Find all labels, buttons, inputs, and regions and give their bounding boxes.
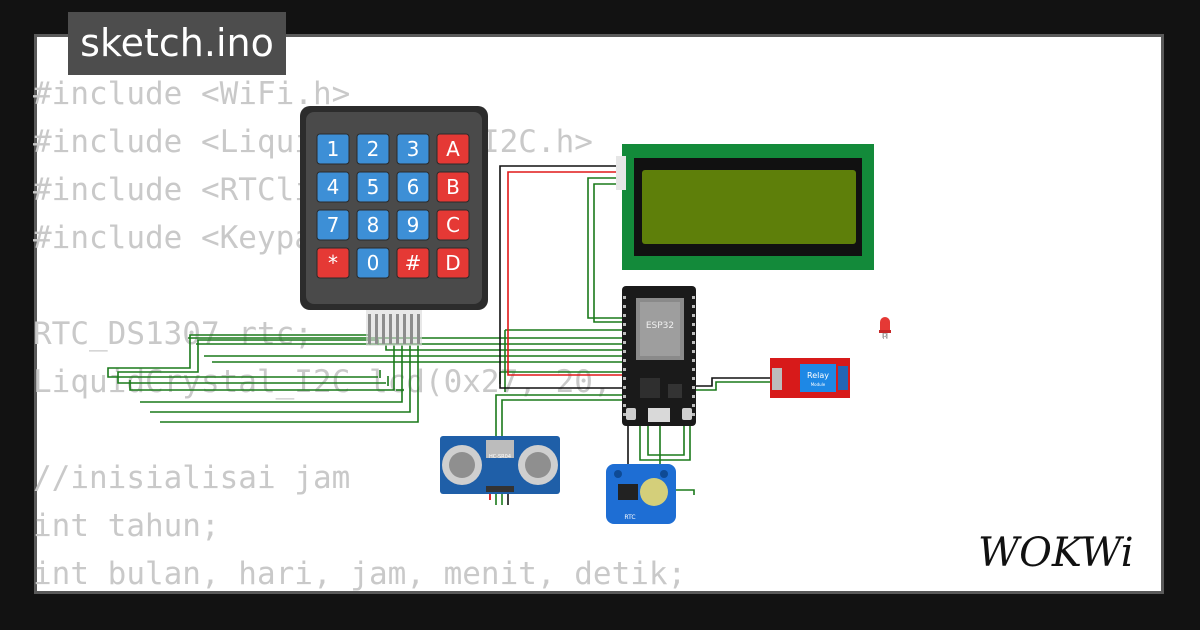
led-label: R <box>882 332 888 341</box>
code-line: RTC_DS1307 rtc; <box>33 316 313 352</box>
keypad-pin <box>417 314 420 344</box>
esp32-pin <box>623 368 626 371</box>
keypad-key[interactable]: 3 <box>396 133 430 165</box>
ultrasonic-sensor: HC-SR04 <box>440 436 560 494</box>
wokwi-logo-text: WOKWi <box>978 530 1134 574</box>
keypad-key[interactable]: 5 <box>356 171 390 203</box>
keypad-4x4[interactable]: 1 2 3 A 4 5 6 B 7 8 9 C * 0 # D <box>300 106 488 346</box>
esp32-pin <box>623 359 626 362</box>
esp32-pin <box>623 395 626 398</box>
keypad-key[interactable]: * <box>316 247 350 279</box>
rtc-module: RTC <box>606 464 676 524</box>
keypad-key-label: 3 <box>407 137 420 161</box>
keypad-connector <box>368 314 420 344</box>
keypad-key[interactable]: B <box>436 171 470 203</box>
code-line: #include <Keypad.h> <box>33 220 388 256</box>
keypad-pin <box>375 314 378 344</box>
code-line: int bulan, hari, jam, menit, detik; <box>33 556 687 592</box>
keypad-key-label: 2 <box>367 137 380 161</box>
relay-sublabel: Module <box>811 382 826 387</box>
keypad-key[interactable]: C <box>436 209 470 241</box>
lcd-2004-display <box>616 144 874 270</box>
file-tab[interactable]: sketch.ino <box>68 12 286 75</box>
keypad-pin <box>396 314 399 344</box>
keypad-key[interactable]: 7 <box>316 209 350 241</box>
esp32-pin <box>692 350 695 353</box>
esp32-pin <box>692 296 695 299</box>
esp32-pin <box>692 377 695 380</box>
keypad-pin <box>410 314 413 344</box>
keypad-key-label: 7 <box>327 213 340 237</box>
esp32-pin <box>623 413 626 416</box>
code-line: //inisialisai jam <box>33 460 351 496</box>
esp32-pin <box>692 323 695 326</box>
preview-card <box>34 34 1164 594</box>
esp32-label: ESP32 <box>646 321 674 331</box>
keypad-key-label: 6 <box>407 175 420 199</box>
esp32-pin <box>623 386 626 389</box>
keypad-key[interactable]: 1 <box>316 133 350 165</box>
keypad-key-label: D <box>445 251 460 275</box>
esp32-pin <box>623 296 626 299</box>
relay-label: Relay <box>807 371 829 380</box>
esp32-pin <box>692 413 695 416</box>
keypad-key-label: 8 <box>367 213 380 237</box>
keypad-key-label: # <box>405 251 422 275</box>
esp32-pin <box>692 359 695 362</box>
wokwi-logo: WOKWi <box>978 530 1134 574</box>
esp32-pin <box>623 377 626 380</box>
ultrasonic-label: HC-SR04 <box>489 454 511 460</box>
esp32-pin <box>692 341 695 344</box>
esp32-pin <box>692 368 695 371</box>
keypad-key-label: 0 <box>367 251 380 275</box>
keypad-key-label: 4 <box>327 175 340 199</box>
keypad-key-label: C <box>446 213 460 237</box>
red-led: R <box>879 317 891 341</box>
keypad-key[interactable]: 8 <box>356 209 390 241</box>
keypad-pin <box>382 314 385 344</box>
esp32-pin <box>692 332 695 335</box>
esp32-pin <box>623 350 626 353</box>
keypad-key-label: 9 <box>407 213 420 237</box>
keypad-key[interactable]: 0 <box>356 247 390 279</box>
keypad-key-label: 5 <box>367 175 380 199</box>
esp32-pin <box>692 404 695 407</box>
keypad-key[interactable]: 2 <box>356 133 390 165</box>
keypad-key-label: A <box>446 137 460 161</box>
esp32-pin <box>623 341 626 344</box>
keypad-key[interactable]: 6 <box>396 171 430 203</box>
rtc-label: RTC <box>624 514 635 521</box>
esp32-pin <box>692 314 695 317</box>
keypad-pin <box>389 314 392 344</box>
esp32-pin <box>623 404 626 407</box>
keypad-pin <box>368 314 371 344</box>
keypad-key[interactable]: A <box>436 133 470 165</box>
esp32-pin <box>623 323 626 326</box>
keypad-key[interactable]: 4 <box>316 171 350 203</box>
esp32-pin <box>692 386 695 389</box>
esp32-pin <box>623 332 626 335</box>
esp32-pin <box>692 305 695 308</box>
esp32-pin <box>623 314 626 317</box>
esp32-pin <box>692 395 695 398</box>
esp32-pin-header <box>623 296 695 416</box>
code-line: int tahun; <box>33 508 220 544</box>
esp32-pin <box>623 305 626 308</box>
keypad-key-label: * <box>328 251 338 275</box>
keypad-key[interactable]: D <box>436 247 470 279</box>
keypad-key[interactable]: # <box>396 247 430 279</box>
keypad-key-label: B <box>446 175 460 199</box>
keypad-pin <box>403 314 406 344</box>
keypad-key[interactable]: 9 <box>396 209 430 241</box>
esp32-devkit: ESP32 <box>622 286 696 426</box>
code-background: #include <WiFi.h>#include <LiquidCrystal… <box>33 70 686 598</box>
relay-module: Relay Module <box>770 358 850 398</box>
keypad-keys[interactable]: 1 2 3 A 4 5 6 B 7 8 9 C * 0 # D <box>316 133 470 279</box>
keypad-key-label: 1 <box>327 137 340 161</box>
